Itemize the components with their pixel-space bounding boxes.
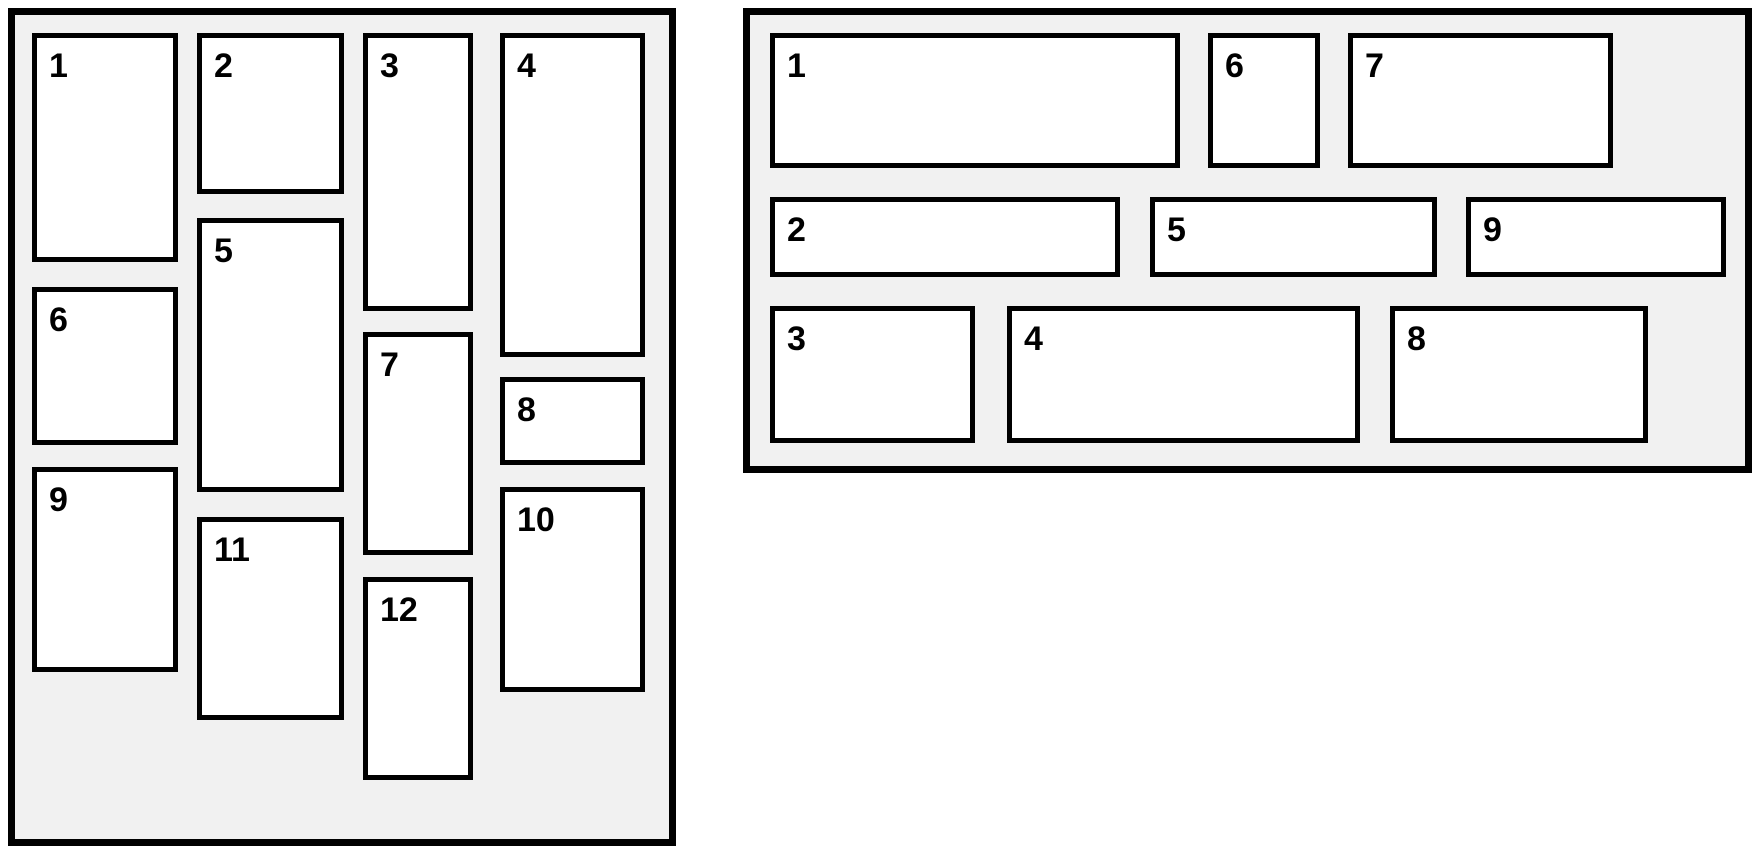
box-number-label: 8 — [517, 391, 536, 429]
box-number-label: 6 — [49, 301, 68, 339]
masonry-box-10: 10 — [500, 487, 645, 692]
box-number-label: 3 — [787, 320, 806, 358]
box-number-label: 7 — [1365, 47, 1384, 85]
box-number-label: 3 — [380, 47, 399, 85]
box-number-label: 6 — [1225, 47, 1244, 85]
masonry-box-5: 5 — [1150, 197, 1437, 277]
box-number-label: 2 — [787, 211, 806, 249]
masonry-box-8: 8 — [1390, 306, 1648, 443]
masonry-box-1: 1 — [770, 33, 1180, 168]
box-number-label: 7 — [380, 346, 399, 384]
masonry-box-4: 4 — [1007, 306, 1360, 443]
masonry-box-3: 3 — [770, 306, 975, 443]
masonry-box-9: 9 — [32, 467, 178, 672]
masonry-box-7: 7 — [363, 332, 473, 555]
box-number-label: 10 — [517, 501, 555, 539]
row-masonry-panel: 1 2 3 4 5 6 7 8 9 — [743, 8, 1752, 473]
masonry-box-7: 7 — [1348, 33, 1613, 168]
box-number-label: 5 — [1167, 211, 1186, 249]
masonry-box-3: 3 — [363, 33, 473, 311]
box-number-label: 9 — [49, 481, 68, 519]
masonry-box-12: 12 — [363, 577, 473, 780]
masonry-box-2: 2 — [197, 33, 344, 194]
masonry-box-4: 4 — [500, 33, 645, 357]
box-number-label: 11 — [214, 531, 250, 569]
box-number-label: 2 — [214, 47, 233, 85]
masonry-box-8: 8 — [500, 377, 645, 465]
box-number-label: 4 — [517, 47, 536, 85]
masonry-box-6: 6 — [32, 287, 178, 445]
box-number-label: 12 — [380, 591, 418, 629]
box-number-label: 1 — [49, 47, 68, 85]
box-number-label: 8 — [1407, 320, 1426, 358]
box-number-label: 4 — [1024, 320, 1043, 358]
masonry-box-5: 5 — [197, 218, 344, 492]
masonry-box-11: 11 — [197, 517, 344, 720]
box-number-label: 5 — [214, 232, 233, 270]
box-number-label: 1 — [787, 47, 806, 85]
masonry-box-6: 6 — [1208, 33, 1320, 168]
box-number-label: 9 — [1483, 211, 1502, 249]
masonry-box-2: 2 — [770, 197, 1120, 277]
masonry-box-9: 9 — [1466, 197, 1726, 277]
masonry-box-1: 1 — [32, 33, 178, 262]
